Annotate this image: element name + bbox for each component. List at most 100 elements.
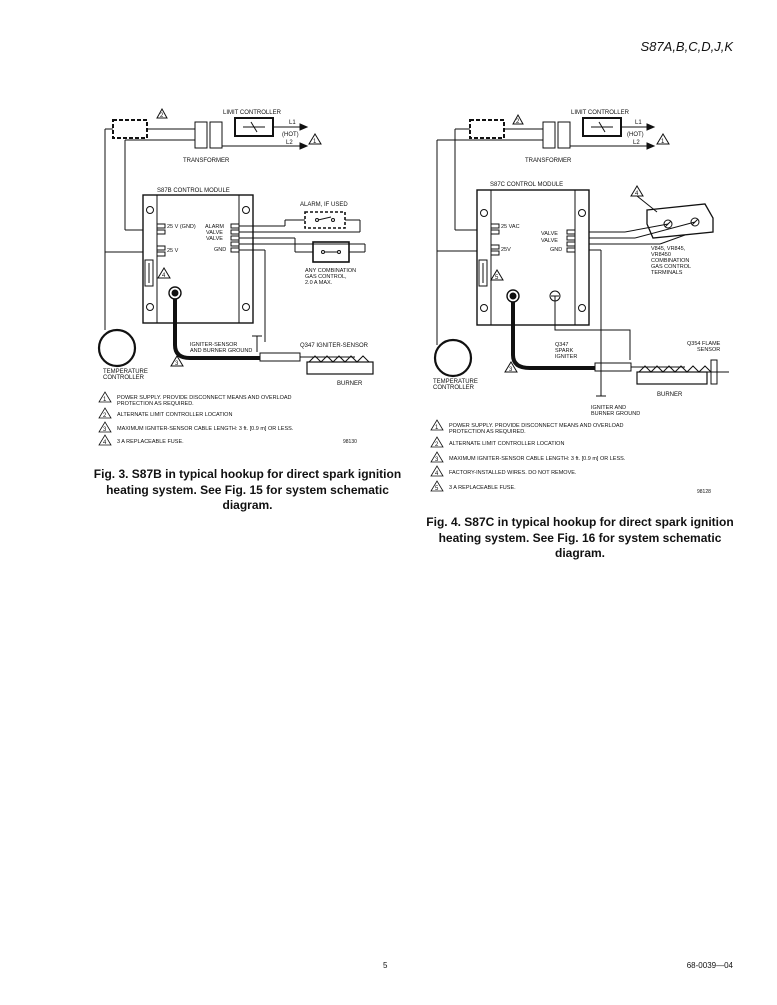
svg-text:ALTERNATE LIMIT CONTROLLER LOC: ALTERNATE LIMIT CONTROLLER LOCATION: [449, 441, 564, 447]
q347-spark-igniter-label: IGNITER: [555, 354, 577, 360]
module-left-rail: [142, 194, 158, 324]
note-5: 5 3 A REPLACEABLE FUSE.: [430, 480, 516, 492]
svg-text:FACTORY-INSTALLED WIRES. DO NO: FACTORY-INSTALLED WIRES. DO NOT REMOVE.: [449, 470, 577, 476]
svg-text:3: 3: [175, 361, 179, 367]
figure-code: 98128: [697, 489, 711, 495]
q347-igniter-sensor-label: Q347 IGNITER-SENSOR: [300, 343, 369, 349]
control-module-box: [142, 194, 254, 324]
svg-text:POWER SUPPLY. PROVIDE DISCONNE: POWER SUPPLY. PROVIDE DISCONNECT MEANS A…: [117, 395, 292, 401]
svg-text:4: 4: [162, 273, 166, 279]
svg-text:3: 3: [103, 427, 107, 433]
document-model-header: S87A,B,C,D,J,K: [640, 39, 733, 54]
note-marker-4-icon: 4: [630, 185, 644, 197]
svg-text:1: 1: [103, 397, 107, 403]
svg-text:3 A REPLACEABLE FUSE.: 3 A REPLACEABLE FUSE.: [117, 439, 184, 445]
control-module-box: [476, 189, 590, 326]
terminal-valve-label: VALVE: [541, 238, 558, 244]
l1-label: L1: [289, 120, 296, 126]
gas-control-label: 2.0 A MAX.: [305, 280, 333, 286]
svg-text:2: 2: [103, 413, 107, 419]
terminal-valve-label: VALVE: [206, 230, 223, 236]
fuse-icon: [478, 259, 488, 287]
svg-text:2: 2: [160, 113, 164, 119]
svg-text:1: 1: [313, 139, 317, 145]
l2-label: L2: [633, 140, 640, 146]
svg-text:POWER SUPPLY. PROVIDE DISCONNE: POWER SUPPLY. PROVIDE DISCONNECT MEANS A…: [449, 423, 624, 429]
gas-control-terminals-label: COMBINATION: [651, 258, 689, 264]
svg-text:MAXIMUM IGNITER-SENSOR CABLE L: MAXIMUM IGNITER-SENSOR CABLE LENGTH: 3 f…: [449, 456, 626, 462]
gas-control-terminals-label: TERMINALS: [651, 270, 683, 276]
q347-spark-igniter-label: SPARK: [555, 348, 574, 354]
svg-text:5: 5: [435, 486, 439, 492]
svg-text:4: 4: [635, 191, 639, 197]
alarm-if-used-label: ALARM, IF USED: [300, 202, 348, 208]
flame-sensor-wire: [554, 296, 631, 360]
left-terminal-strip: [156, 223, 166, 257]
q347-spark-igniter-label: Q347: [555, 342, 568, 348]
l1-label: L1: [635, 120, 642, 126]
terminal-alarm-label: ALARM: [205, 224, 224, 230]
temperature-controller-label: CONTROLLER: [433, 385, 475, 391]
igniter-sensor-body: [259, 352, 301, 362]
gas-control-terminals-label: VR8450: [651, 252, 671, 258]
note-1: 1 POWER SUPPLY. PROVIDE DISCONNECT MEANS…: [430, 419, 624, 435]
alternate-limit-controller-box: [469, 119, 505, 139]
temperature-controller-label: TEMPERATURE: [433, 379, 478, 385]
right-terminal-strip: [566, 229, 576, 253]
note-1: 1 POWER SUPPLY. PROVIDE DISCONNECT MEANS…: [98, 391, 292, 407]
module-title: S87B CONTROL MODULE: [157, 188, 230, 194]
temperature-controller-label: TEMPERATURE: [103, 369, 148, 375]
fig3-wiring-diagram: 2 TRANSFORMER LIMIT CONTROLLER L1 (HOT) …: [97, 107, 374, 446]
transformer-coil: [557, 121, 571, 149]
gas-control-terminal-block: [646, 203, 714, 239]
note-marker-1-icon: 1: [656, 133, 670, 145]
limit-controller-label: LIMIT CONTROLLER: [223, 110, 282, 116]
igniter-cable: [173, 299, 260, 360]
document-number: 68-0039—04: [686, 961, 733, 970]
note-marker-2-icon: 2: [512, 113, 524, 125]
igniter-ground-label: IGNITER-SENSOR: [190, 342, 237, 348]
burner-body: [306, 361, 374, 375]
fig4-wiring-diagram: 2 TRANSFORMER LIMIT CONTROLLER L1 (HOT) …: [430, 110, 729, 495]
arrow-icon: [646, 142, 656, 150]
note-3: 3 MAXIMUM IGNITER-SENSOR CABLE LENGTH: 3…: [430, 451, 626, 463]
note-marker-1-icon: 1: [308, 133, 322, 145]
arrow-icon: [299, 142, 309, 150]
terminal-valve-label: VALVE: [541, 231, 558, 237]
svg-text:ALTERNATE LIMIT CONTROLLER LOC: ALTERNATE LIMIT CONTROLLER LOCATION: [117, 412, 232, 418]
page-number: 5: [383, 961, 388, 970]
svg-text:3: 3: [509, 367, 513, 373]
terminal-25vac-label: 25 VAC: [501, 224, 520, 230]
note-2: 2 ALTERNATE LIMIT CONTROLLER LOCATION: [430, 436, 564, 448]
igniter-ground-label: AND BURNER GROUND: [190, 348, 252, 354]
limit-controller-label: LIMIT CONTROLLER: [571, 110, 630, 116]
note-marker-3-icon: 3: [504, 361, 518, 373]
flame-icon: [638, 365, 712, 373]
svg-text:4: 4: [103, 440, 107, 446]
note-4: 4 FACTORY-INSTALLED WIRES. DO NOT REMOVE…: [430, 465, 577, 477]
svg-text:4: 4: [435, 471, 439, 477]
svg-text:2: 2: [435, 442, 439, 448]
module-title: S87C CONTROL MODULE: [490, 182, 563, 188]
module-right-rail: [574, 189, 590, 326]
igniter-ground-label: IGNITER AND: [591, 405, 626, 411]
arrow-icon: [646, 123, 656, 131]
svg-text:1: 1: [435, 425, 439, 431]
gas-control-terminals-label: GAS CONTROL: [651, 264, 691, 270]
figure-code: 98130: [343, 439, 357, 445]
hot-label: (HOT): [282, 132, 299, 138]
transformer-coil: [209, 121, 223, 149]
transformer-coil: [542, 121, 556, 149]
terminal-25v-label: 25V: [501, 247, 511, 253]
left-terminal-strip: [490, 223, 500, 256]
terminal-gnd-label: GND: [550, 247, 562, 253]
transformer-coil: [194, 121, 208, 149]
fuse-icon: [144, 259, 154, 287]
gas-control-label: GAS CONTROL,: [305, 274, 347, 280]
burner-label: BURNER: [657, 392, 683, 398]
temperature-controller-icon: [97, 328, 137, 368]
terminal-gnd-label: GND: [214, 247, 226, 253]
module-right-rail: [238, 194, 254, 324]
module-left-rail: [476, 189, 492, 326]
burner-body: [636, 371, 708, 385]
